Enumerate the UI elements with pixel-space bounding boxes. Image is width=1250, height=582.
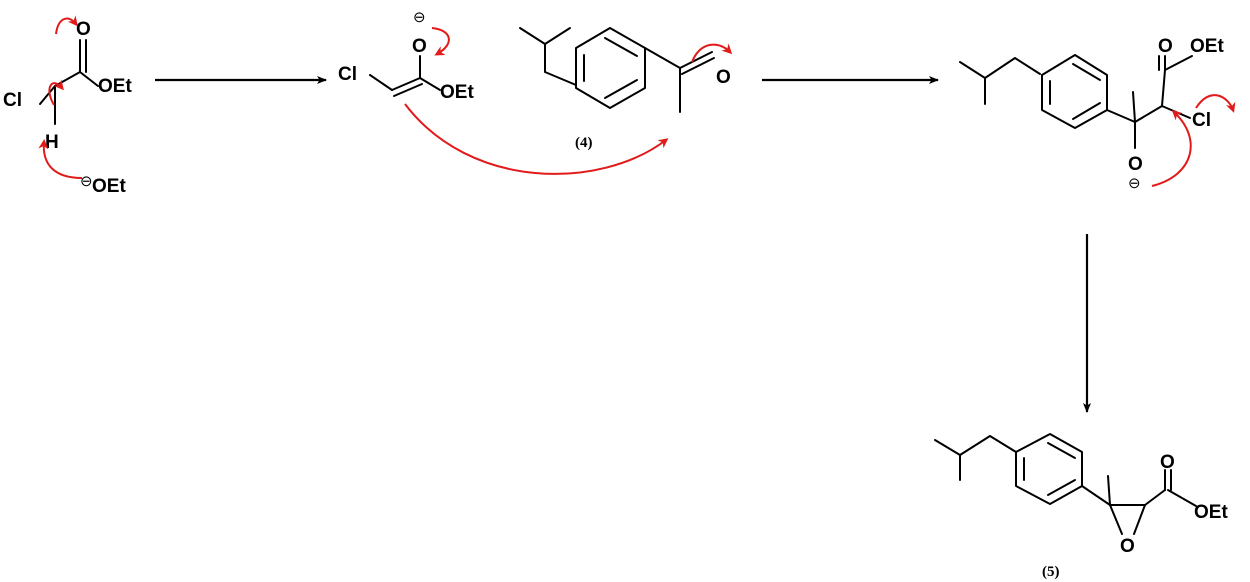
intermediate-benzene-ring: [1041, 54, 1108, 129]
ethoxide-label: OEt: [92, 176, 126, 197]
arrow-chloride-leaves: [1195, 94, 1236, 113]
arrow-ch-bond-to-cc: [48, 79, 64, 106]
bond-c-o-double: [679, 51, 715, 75]
ketone-oxygen-label: O: [716, 67, 731, 88]
intermediate-chlorine: Cl: [1192, 110, 1211, 131]
enolate-oxygen-label: O: [412, 36, 427, 57]
ring-double-bonds: [583, 37, 638, 99]
arrow-co-to-oxygen: [55, 15, 78, 35]
hydrogen-label: H: [45, 132, 59, 153]
epoxide-benzene-ring: [1015, 433, 1083, 505]
enolate-ethoxy-label: OEt: [440, 82, 474, 103]
arrow-co-pi-to-o: [691, 43, 733, 63]
arrow-alkoxide-attack: [1151, 109, 1192, 187]
arrow-ethoxide-to-h: [38, 139, 83, 179]
bond-epoxide-oxygen: [1109, 504, 1146, 535]
bond-carbonyl: [79, 39, 87, 73]
intermediate-carbonyl: [1158, 55, 1166, 71]
bond-ring-carbonyl: [644, 47, 681, 69]
compound-5-epoxide: O OEt O (5): [934, 433, 1228, 580]
intermediate-isobutyl: [959, 57, 1041, 105]
compound-4-label: (4): [575, 135, 593, 151]
arrow-o-lone-pair: [431, 27, 450, 56]
bond-quaternary-methyl: [1132, 91, 1136, 123]
bond-ring-epoxide: [1081, 485, 1111, 506]
product-ethoxy: OEt: [1194, 502, 1228, 523]
bond-chcl-ester: [1161, 69, 1166, 107]
ethoxy-label: OEt: [98, 76, 132, 97]
enolate: Cl ⊖ O OEt: [338, 9, 474, 103]
product-carbonyl-oxygen: O: [1160, 452, 1175, 473]
chlorine-label: Cl: [3, 90, 22, 111]
ethyl-chloroacetate: Cl H O OEt ⊖ OEt: [3, 19, 132, 197]
enolate-chlorine-label: Cl: [338, 64, 357, 85]
bond-c-o-ester: [79, 71, 99, 87]
carbonyl-oxygen-label: O: [76, 19, 91, 40]
product-ester-o: [1167, 489, 1197, 507]
product-carbonyl: [1164, 469, 1172, 491]
bond-cl-c: [369, 74, 393, 91]
electron-arrows-step2: [404, 27, 669, 175]
enolate-charge: ⊖: [413, 9, 426, 26]
arrow-enolate-attack: [404, 103, 669, 175]
epoxide-isobutyl: [934, 435, 1017, 481]
intermediate-oxygen: O: [1128, 154, 1143, 175]
bond-c-oet: [419, 77, 441, 91]
intermediate-ester-o: [1164, 55, 1193, 71]
intermediate-carbonyl-oxygen: O: [1158, 36, 1173, 57]
electron-arrows-step3: [1151, 94, 1236, 187]
electron-arrows-step1: [38, 15, 83, 179]
bond-epoxide-ester: [1144, 489, 1166, 506]
ethoxide-charge: ⊖: [80, 173, 93, 190]
bond-c-c-double: [391, 77, 423, 97]
epoxide-oxygen: O: [1120, 536, 1135, 557]
bond-epoxide-methyl: [1107, 475, 1111, 506]
intermediate-ethoxy: OEt: [1190, 36, 1224, 57]
epoxide-ring-double-bonds: [1023, 442, 1076, 496]
bond-c-cl: [39, 85, 56, 105]
alkoxide-intermediate: O OEt Cl O ⊖: [959, 36, 1224, 192]
intermediate-ring-double-bonds: [1049, 63, 1101, 120]
intermediate-charge: ⊖: [1128, 175, 1141, 192]
compound-4-ketone: O (4): [519, 27, 731, 151]
compound-5-label: (5): [1042, 564, 1060, 580]
bond-ring-quaternary: [1106, 109, 1136, 123]
bond-c-chcl: [1134, 105, 1163, 123]
isobutyl-group: [519, 27, 577, 86]
bond-c-cl: [1161, 105, 1191, 119]
